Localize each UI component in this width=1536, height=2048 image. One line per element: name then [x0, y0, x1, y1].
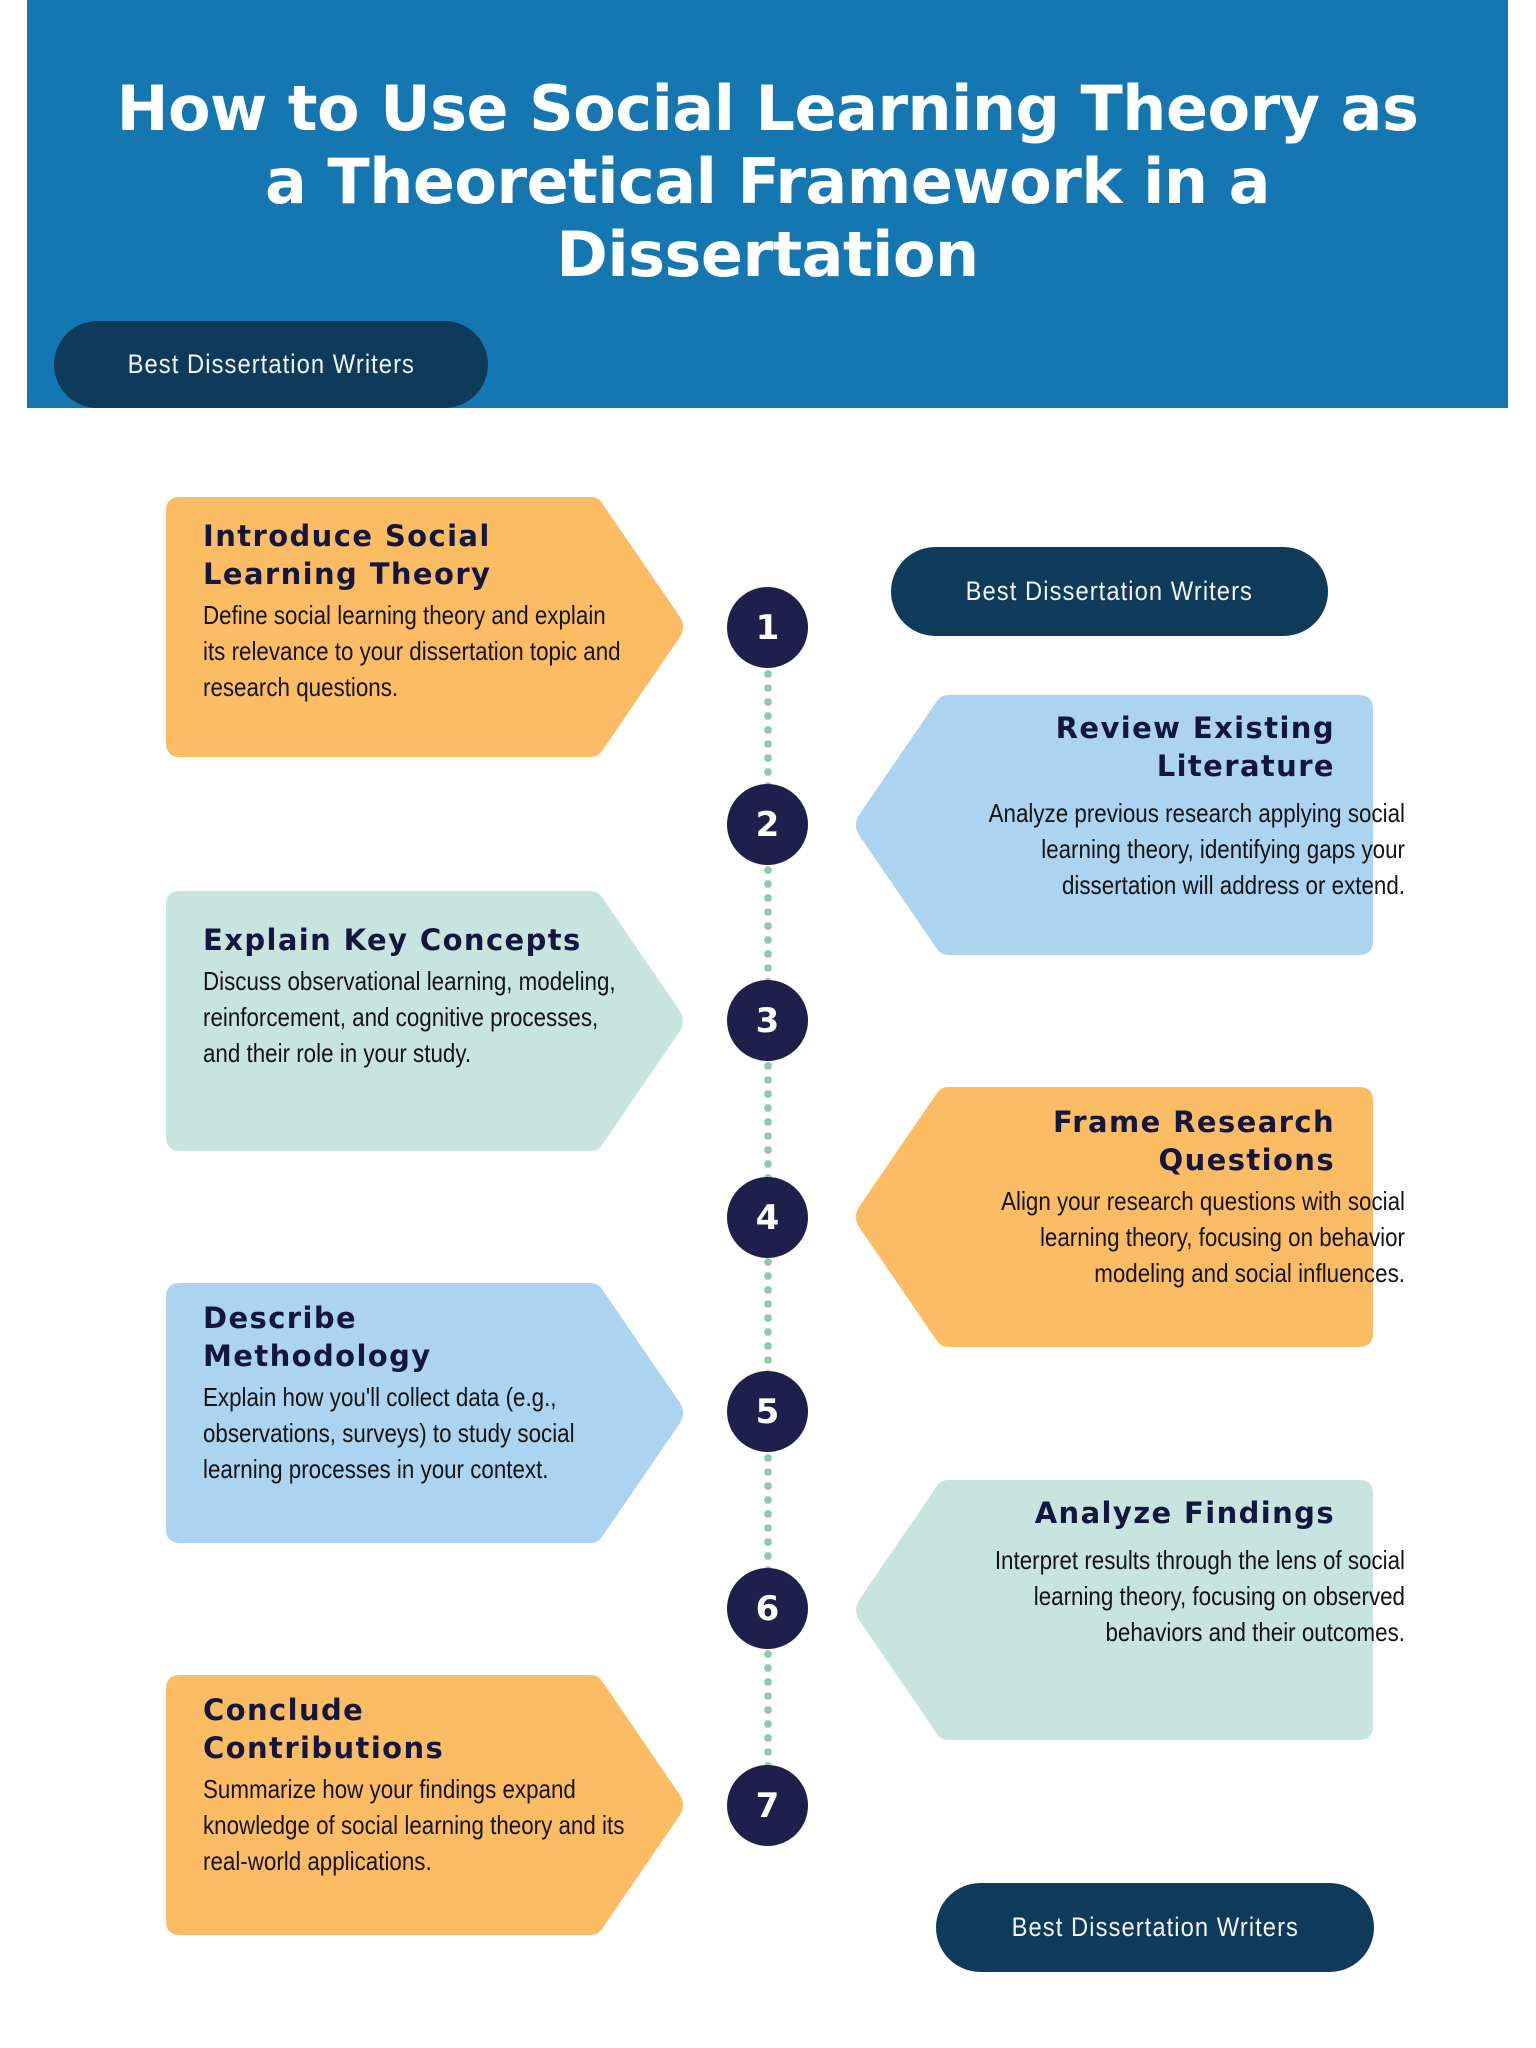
step-description: Define social learning theory and explai… — [203, 600, 621, 702]
step-number-circle: 7 — [727, 1765, 808, 1846]
step-number: 4 — [755, 1197, 780, 1238]
arrow-left-shape — [856, 695, 1373, 955]
step-card-analyze-findings: Analyze Findings Interpret results throu… — [853, 1480, 1405, 1740]
step-title: Frame Research Questions — [1052, 1105, 1335, 1177]
step-number-circle: 2 — [727, 784, 808, 865]
step-number-circle: 5 — [727, 1371, 808, 1452]
step-card-conclude-contributions: Conclude Contributions Summarize how you… — [166, 1675, 686, 1935]
step-title: Introduce Social Learning Theory — [203, 519, 492, 591]
step-number-circle: 3 — [727, 980, 808, 1061]
arrow-right-shape — [166, 891, 683, 1151]
step-title: Analyze Findings — [1034, 1496, 1335, 1530]
step-description: Explain how you'll collect data (e.g., o… — [203, 1382, 575, 1484]
arrow-left-shape — [856, 1480, 1373, 1740]
step-title: Explain Key Concepts — [203, 923, 582, 957]
step-number-circle: 1 — [727, 587, 808, 668]
arrow-right-shape — [166, 497, 683, 757]
brand-pill-label: Best Dissertation Writers — [127, 349, 415, 379]
step-card-frame-questions: Frame Research Questions Align your rese… — [853, 1087, 1405, 1347]
step-number: 7 — [755, 1785, 780, 1826]
header-banner: How to Use Social Learning Theory as a T… — [27, 0, 1508, 408]
step-number: 2 — [755, 804, 780, 845]
page-title: How to Use Social Learning Theory as a T… — [116, 72, 1419, 291]
step-number: 3 — [755, 1000, 780, 1041]
step-title: Review Existing Literature — [1055, 711, 1335, 783]
brand-pill-header: Best Dissertation Writers — [54, 321, 488, 408]
step-description: Align your research questions with socia… — [1001, 1186, 1405, 1288]
step-number-circle: 6 — [727, 1568, 808, 1649]
brand-pill-label: Best Dissertation Writers — [965, 576, 1254, 606]
arrow-right-shape — [166, 1283, 683, 1543]
step-number-circle: 4 — [727, 1177, 808, 1258]
arrow-left-shape — [856, 1087, 1373, 1347]
step-title: Describe Methodology — [203, 1301, 432, 1373]
step-number: 6 — [755, 1588, 780, 1629]
step-description: Interpret results through the lens of so… — [994, 1545, 1405, 1647]
step-card-describe-methodology: Describe Methodology Explain how you'll … — [166, 1283, 686, 1543]
step-description: Discuss observational learning, modeling… — [203, 966, 616, 1068]
step-number: 5 — [755, 1391, 780, 1432]
step-card-explain-concepts: Explain Key Concepts Discuss observation… — [166, 891, 686, 1151]
step-title: Conclude Contributions — [203, 1693, 445, 1765]
step-card-review-literature: Review Existing Literature Analyze previ… — [853, 695, 1405, 955]
brand-pill-middle: Best Dissertation Writers — [891, 547, 1328, 636]
step-number: 1 — [755, 607, 780, 648]
arrow-right-shape — [166, 1675, 683, 1935]
brand-pill-label: Best Dissertation Writers — [1011, 1912, 1299, 1942]
step-card-introduce-theory: Introduce Social Learning Theory Define … — [166, 497, 686, 757]
step-description: Summarize how your findings expand knowl… — [203, 1774, 625, 1876]
step-description: Analyze previous research applying socia… — [988, 798, 1405, 900]
brand-pill-bottom: Best Dissertation Writers — [936, 1883, 1374, 1972]
